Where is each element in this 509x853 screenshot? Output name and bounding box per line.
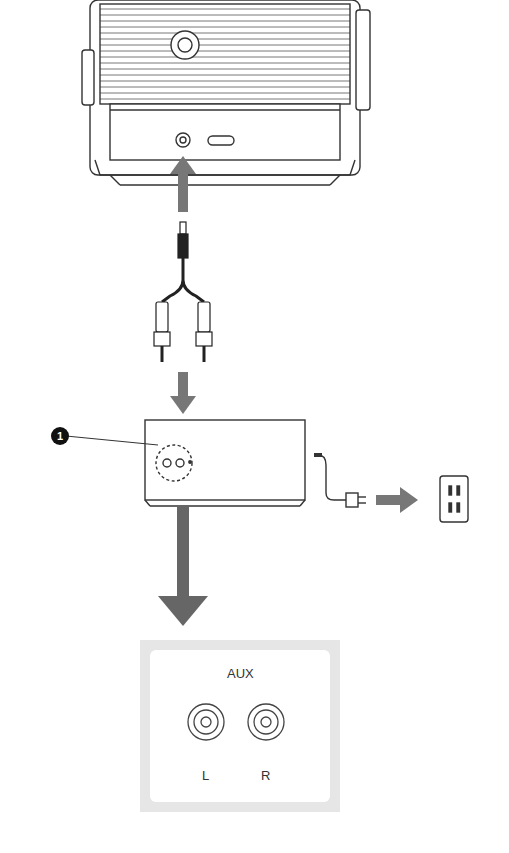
rca-jack — [201, 717, 211, 727]
stereo-cable — [154, 222, 212, 362]
speaker-unit — [82, 0, 370, 185]
callout-number: 1 — [57, 430, 63, 442]
aux-panel: AUX L R — [140, 640, 340, 812]
external-device — [145, 420, 305, 506]
channel-label: L — [202, 768, 209, 783]
insert-arrow — [170, 372, 196, 414]
rca-jack — [248, 704, 284, 740]
plug-arrow — [376, 487, 418, 513]
jack-heading: AUX — [227, 666, 254, 681]
rca-jack — [261, 717, 271, 727]
panel-face — [140, 640, 340, 812]
rca-jack — [188, 704, 224, 740]
callout-circle — [51, 427, 69, 445]
power-cord — [314, 455, 366, 507]
insert-arrow — [170, 156, 196, 212]
detail-arrow — [158, 506, 208, 626]
leader-line — [66, 436, 158, 445]
rca-jack — [254, 710, 278, 734]
rca-jack — [194, 710, 218, 734]
channel-label: R — [261, 768, 270, 783]
wall-outlet — [440, 476, 468, 522]
